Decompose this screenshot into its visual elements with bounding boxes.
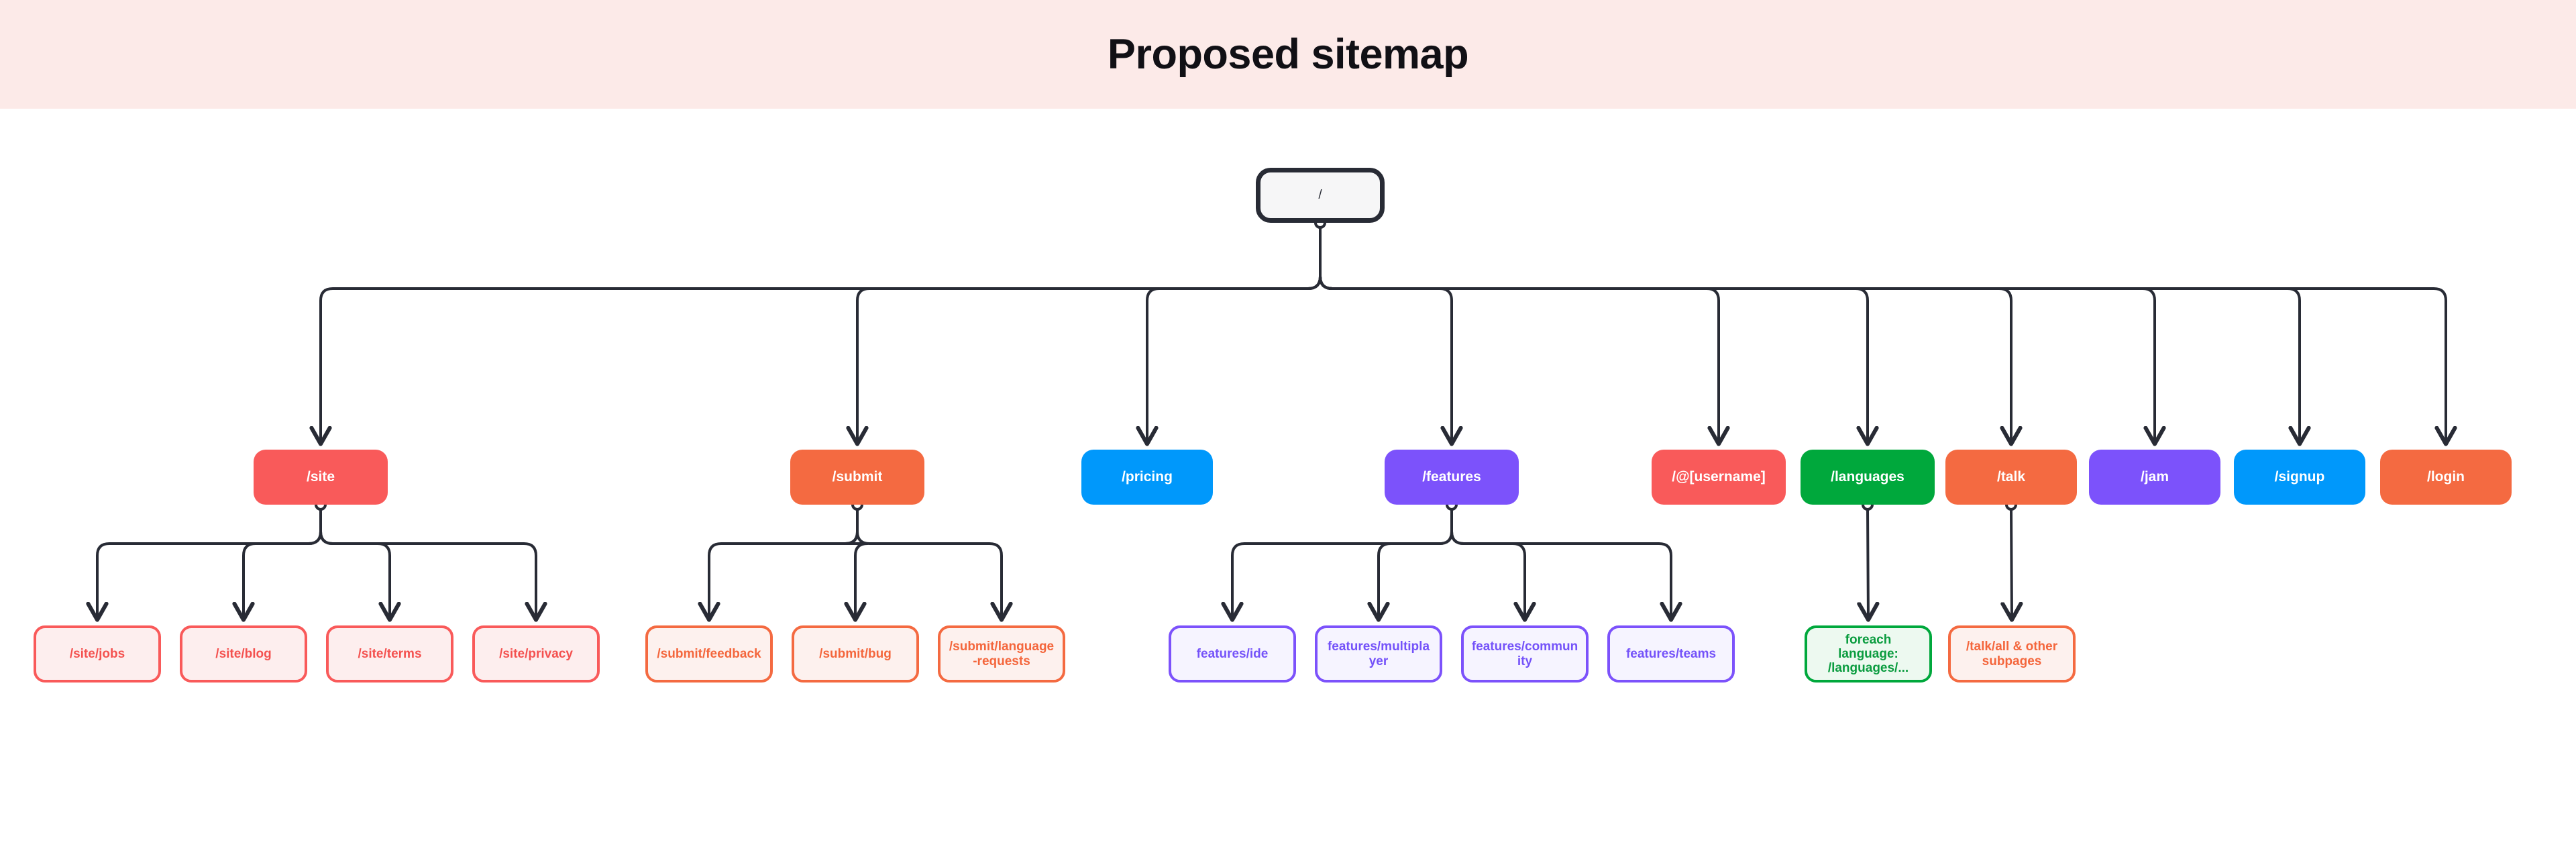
node-submit-bug[interactable]: /submit/bug — [792, 625, 919, 683]
node-pricing[interactable]: /pricing — [1081, 450, 1213, 505]
node-site-privacy[interactable]: /site/privacy — [472, 625, 600, 683]
node-layer: / /site/submit/pricing/features /@[usernam… — [0, 109, 2576, 859]
node-site-blog[interactable]: /site/blog — [180, 625, 307, 683]
node-talk-all[interactable]: /talk/all & other subpages — [1948, 625, 2076, 683]
node-features-teams[interactable]: features/teams — [1607, 625, 1735, 683]
node-label: features/community — [1471, 640, 1578, 668]
node-features-mp[interactable]: features/multiplayer — [1315, 625, 1442, 683]
node-label: /submit/language-requests — [949, 640, 1055, 668]
node-label: /talk/all & other subpages — [1966, 640, 2058, 668]
node-label: foreach language: /languages/... — [1827, 632, 1909, 676]
node-languages[interactable]: /languages — [1801, 450, 1935, 505]
node-label: /site/privacy — [499, 646, 573, 661]
node-root[interactable]: / — [1256, 168, 1385, 223]
node-label: /languages — [1831, 469, 1904, 485]
node-label: /login — [2427, 469, 2465, 485]
node-label: /site/terms — [358, 646, 422, 661]
node-label: /pricing — [1122, 469, 1173, 485]
node-username[interactable]: /@[username] — [1652, 450, 1786, 505]
node-label: /submit — [832, 469, 883, 485]
node-signup[interactable]: /signup — [2234, 450, 2365, 505]
node-label: features/multiplayer — [1327, 640, 1430, 668]
node-label: /site — [306, 469, 335, 485]
node-site-jobs[interactable]: /site/jobs — [34, 625, 161, 683]
node-label: /submit/bug — [819, 646, 892, 661]
sitemap-canvas: / /site/submit/pricing/features /@[usernam… — [0, 109, 2576, 859]
node-features-comm[interactable]: features/community — [1461, 625, 1589, 683]
node-label: /talk — [1996, 469, 2026, 485]
node-label: /signup — [2274, 469, 2325, 485]
node-submit-langreq[interactable]: /submit/language-requests — [938, 625, 1065, 683]
node-label: / — [1318, 188, 1322, 203]
node-jam[interactable]: /jam — [2089, 450, 2220, 505]
node-label: /site/jobs — [69, 646, 125, 661]
node-label: /@[username] — [1672, 469, 1766, 485]
node-label: features/teams — [1625, 646, 1717, 661]
node-site-terms[interactable]: /site/terms — [326, 625, 453, 683]
node-submit-feedback[interactable]: /submit/feedback — [645, 625, 773, 683]
header-band: Proposed sitemap — [0, 0, 2576, 109]
node-site[interactable]: /site — [254, 450, 388, 505]
node-label: /features — [1422, 469, 1481, 485]
node-features[interactable]: /features — [1385, 450, 1519, 505]
node-features-ide[interactable]: features/ide — [1169, 625, 1296, 683]
node-languages-each[interactable]: foreach language: /languages/... — [1805, 625, 1932, 683]
node-submit[interactable]: /submit — [790, 450, 924, 505]
node-label: /site/blog — [215, 646, 272, 661]
node-label: features/ide — [1196, 646, 1269, 661]
node-talk[interactable]: /talk — [1945, 450, 2077, 505]
page-title: Proposed sitemap — [1107, 30, 1469, 78]
node-login[interactable]: /login — [2380, 450, 2512, 505]
node-label: /submit/feedback — [657, 646, 761, 661]
node-label: /jam — [2140, 469, 2169, 485]
